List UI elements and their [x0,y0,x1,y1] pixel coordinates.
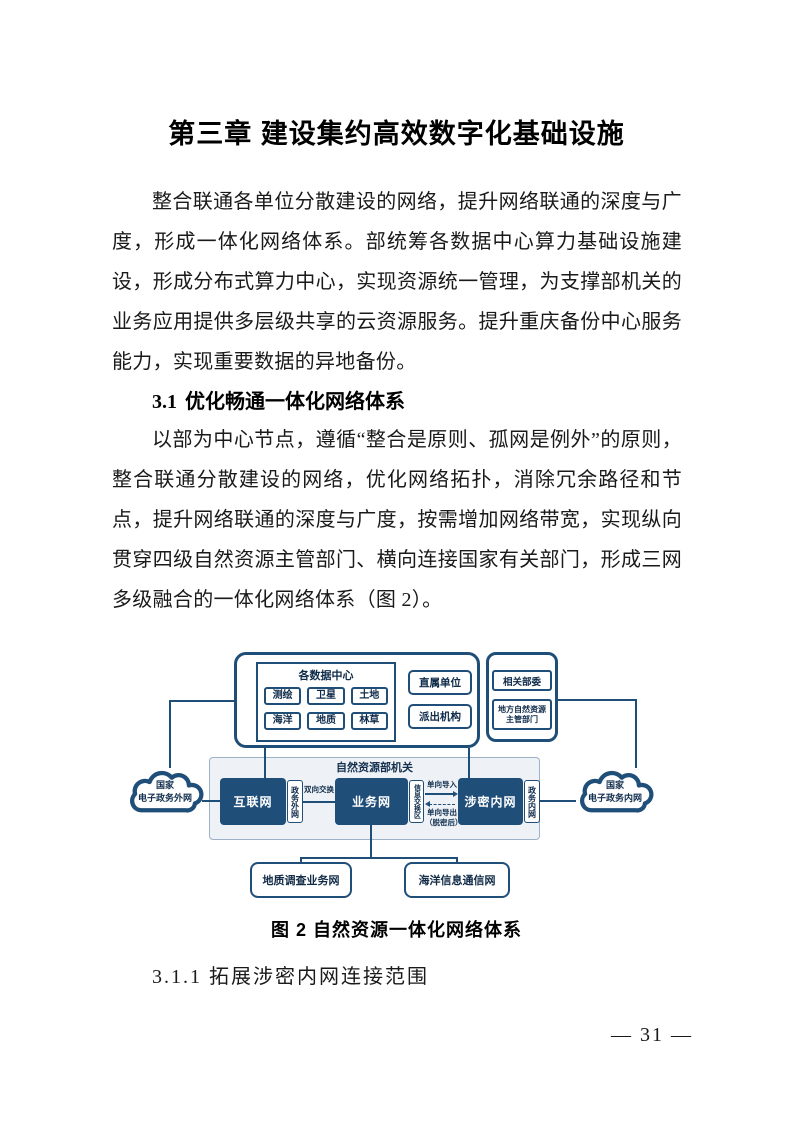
geological-survey-network-box: 地质调查业务网 [250,862,352,898]
connector-cloudright-vertical [635,699,637,768]
local-natural-resources-authorities-box: 地方自然资源主管部门 [492,699,552,730]
paragraph-1: 整合联通各单位分散建设的网络，提升网络联通的深度与广度，形成一体化网络体系。部统… [112,191,682,373]
classified-intranet-box: 涉密内网 [458,778,523,825]
data-centers-title: 各数据中心 [298,670,354,682]
cloud-right-label-line1: 国家 [605,780,624,790]
cloud-left-label-line1: 国家 [155,780,174,790]
page-number: — 31 — [611,1024,693,1046]
egov-extranet-cloud: 国家 电子政务外网 [124,766,206,822]
exchange-connector-line [303,801,335,803]
connector-cloudleft-internet [202,800,222,802]
connector-cloudright-horizontal [558,699,637,701]
connector-bottom-left-drop [300,857,302,863]
connector-intranet-cloudright [540,800,576,802]
related-ministries-box: 相关部委 [492,670,552,691]
dispatched-agencies-box: 派出机构 [408,704,472,729]
connector-business-down [370,825,372,858]
section-3-1-title: 优化畅通一体化网络体系 [185,391,405,413]
export-arrow-line [429,804,455,805]
info-exchange-zone-tab: 信息交换区 [409,780,424,823]
data-center-land: 土地 [350,687,388,705]
directly-affiliated-units-box: 直属单位 [408,670,472,695]
cloud-icon [130,770,204,813]
cloud-icon [580,770,654,813]
connector-topbox-internet [264,748,266,779]
export-arrowhead-icon [425,801,430,807]
declassified-note-label: （脱密后） [425,818,463,827]
gov-intranet-tab: 政务内网 [524,780,540,823]
cloud-right-label-line2: 电子政务内网 [587,793,642,803]
connector-bottom-right-drop [456,857,458,863]
section-3-1-1-heading: 3.1.1 拓展涉密内网连接范围 [152,966,429,988]
section-3-1-heading: 3.1 优化畅通一体化网络体系 [152,388,405,416]
chapter-title: 第三章 建设集约高效数字化基础设施 [168,119,625,149]
cloud-left-label-line2: 电子政务外网 [137,793,192,803]
connector-cloudleft-horizontal [169,700,235,702]
egov-intranet-cloud: 国家 电子政务内网 [574,766,656,822]
one-way-import-label: 单向导入 [427,780,457,789]
import-arrow-line [425,793,454,795]
ministry-title: 自然资源部机关 [336,762,413,774]
import-arrowhead-icon [453,790,458,797]
data-centers-grid: 测绘 卫星 土地 海洋 地质 林草 [258,687,394,730]
figure-2-diagram: 各数据中心 测绘 卫星 土地 海洋 地质 林草 直属单位 派出机构 相关部委 地… [112,638,684,914]
business-network-box: 业务网 [335,778,408,825]
data-center-forestry: 林草 [350,712,388,730]
connector-cloudleft-vertical [169,700,171,768]
paragraph-2: 以部为中心节点，遵循“整合是原则、孤网是例外”的原则，整合联通分散建设的网络，优… [112,429,682,611]
data-center-satellite: 卫星 [307,687,345,705]
section-3-1-number: 3.1 [152,391,177,413]
figure-caption: 图 2 自然资源一体化网络体系 [270,920,522,940]
data-center-ocean: 海洋 [264,712,302,730]
internet-network-box: 互联网 [220,778,286,825]
data-center-surveying: 测绘 [264,687,302,705]
gov-extranet-tab: 政务外网 [287,780,303,823]
data-centers-box: 各数据中心 测绘 卫星 土地 海洋 地质 林草 [256,662,396,742]
connector-bottom-horizontal [300,857,458,859]
connector-topbox-classified [468,748,470,779]
ocean-info-network-box: 海洋信息通信网 [404,862,510,898]
data-center-geology: 地质 [307,712,345,730]
one-way-export-label: 单向导出 [427,808,457,817]
bidirectional-exchange-label: 双向交换 [304,785,334,794]
